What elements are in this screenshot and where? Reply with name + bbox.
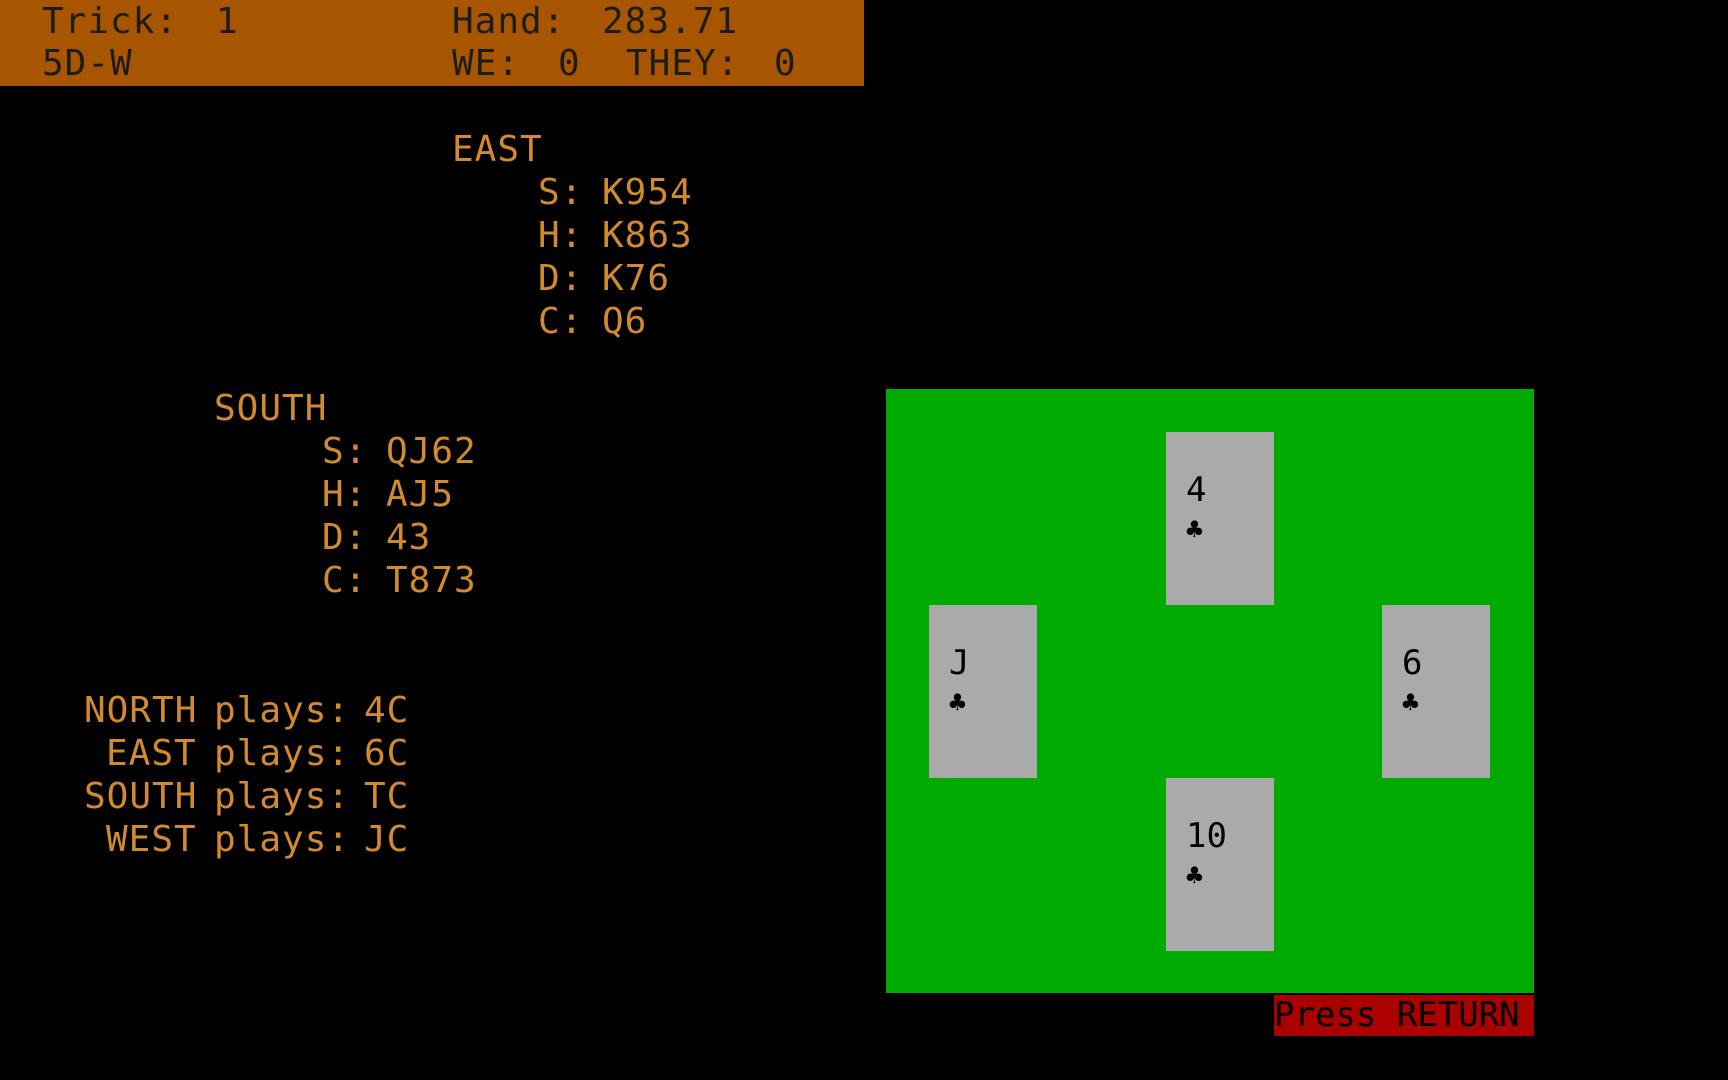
east-clubs-cards: Q6 [602, 301, 648, 342]
south-diamonds-label: D: [322, 517, 368, 558]
hand-label: Hand: [452, 1, 566, 42]
play-log-verb: plays: [214, 733, 351, 774]
card-table: 4 ♣ J ♣ 6 ♣ 10 ♣ [886, 389, 1534, 993]
south-spades-cards: QJ62 [386, 431, 477, 472]
we-label: WE: [452, 43, 521, 84]
south-hearts-label: H: [322, 474, 368, 515]
play-log-verb: plays: [214, 776, 351, 817]
south-diamonds-cards: 43 [386, 517, 432, 558]
play-log-card: TC [364, 776, 410, 817]
press-return-prompt[interactable]: Press RETURN [1274, 995, 1534, 1036]
play-log-player: EAST [106, 733, 197, 774]
east-diamonds-cards: K76 [602, 258, 671, 299]
we-score: 0 [558, 43, 581, 84]
play-log-verb: plays: [214, 690, 351, 731]
south-clubs-cards: T873 [386, 560, 477, 601]
south-spades-label: S: [322, 431, 368, 472]
east-played-card: 6 ♣ [1382, 605, 1490, 778]
west-played-card: J ♣ [929, 605, 1037, 778]
east-hearts-cards: K863 [602, 215, 693, 256]
club-suit-icon: ♣ [1186, 513, 1203, 546]
hand-value: 283.71 [602, 1, 739, 42]
south-hearts-cards: AJ5 [386, 474, 455, 515]
status-header: Trick: 1 5D-W Hand: 283.71 WE: 0 THEY: 0 [0, 0, 864, 86]
card-rank: 10 [1186, 816, 1227, 856]
east-spades-cards: K954 [602, 172, 693, 213]
south-clubs-label: C: [322, 560, 368, 601]
south-hand-title: SOUTH [214, 388, 328, 429]
card-rank: 6 [1402, 643, 1423, 683]
north-played-card: 4 ♣ [1166, 432, 1274, 605]
play-log-player: SOUTH [84, 776, 198, 817]
card-rank: 4 [1186, 470, 1207, 510]
play-log-card: 4C [364, 690, 410, 731]
play-log-card: 6C [364, 733, 410, 774]
club-suit-icon: ♣ [1186, 859, 1203, 892]
east-hand-title: EAST [452, 129, 543, 170]
play-log-player: WEST [106, 819, 197, 860]
contract-label: 5D-W [42, 43, 133, 84]
play-log-player: NORTH [84, 690, 198, 731]
play-log-verb: plays: [214, 819, 351, 860]
trick-label: Trick: [42, 1, 179, 42]
trick-value: 1 [216, 1, 239, 42]
east-hearts-label: H: [538, 215, 584, 256]
card-rank: J [949, 643, 970, 683]
east-clubs-label: C: [538, 301, 584, 342]
east-spades-label: S: [538, 172, 584, 213]
club-suit-icon: ♣ [949, 686, 966, 719]
south-played-card: 10 ♣ [1166, 778, 1274, 951]
club-suit-icon: ♣ [1402, 686, 1419, 719]
play-log-card: JC [364, 819, 410, 860]
they-score: 0 [774, 43, 797, 84]
they-label: THEY: [626, 43, 740, 84]
east-diamonds-label: D: [538, 258, 584, 299]
